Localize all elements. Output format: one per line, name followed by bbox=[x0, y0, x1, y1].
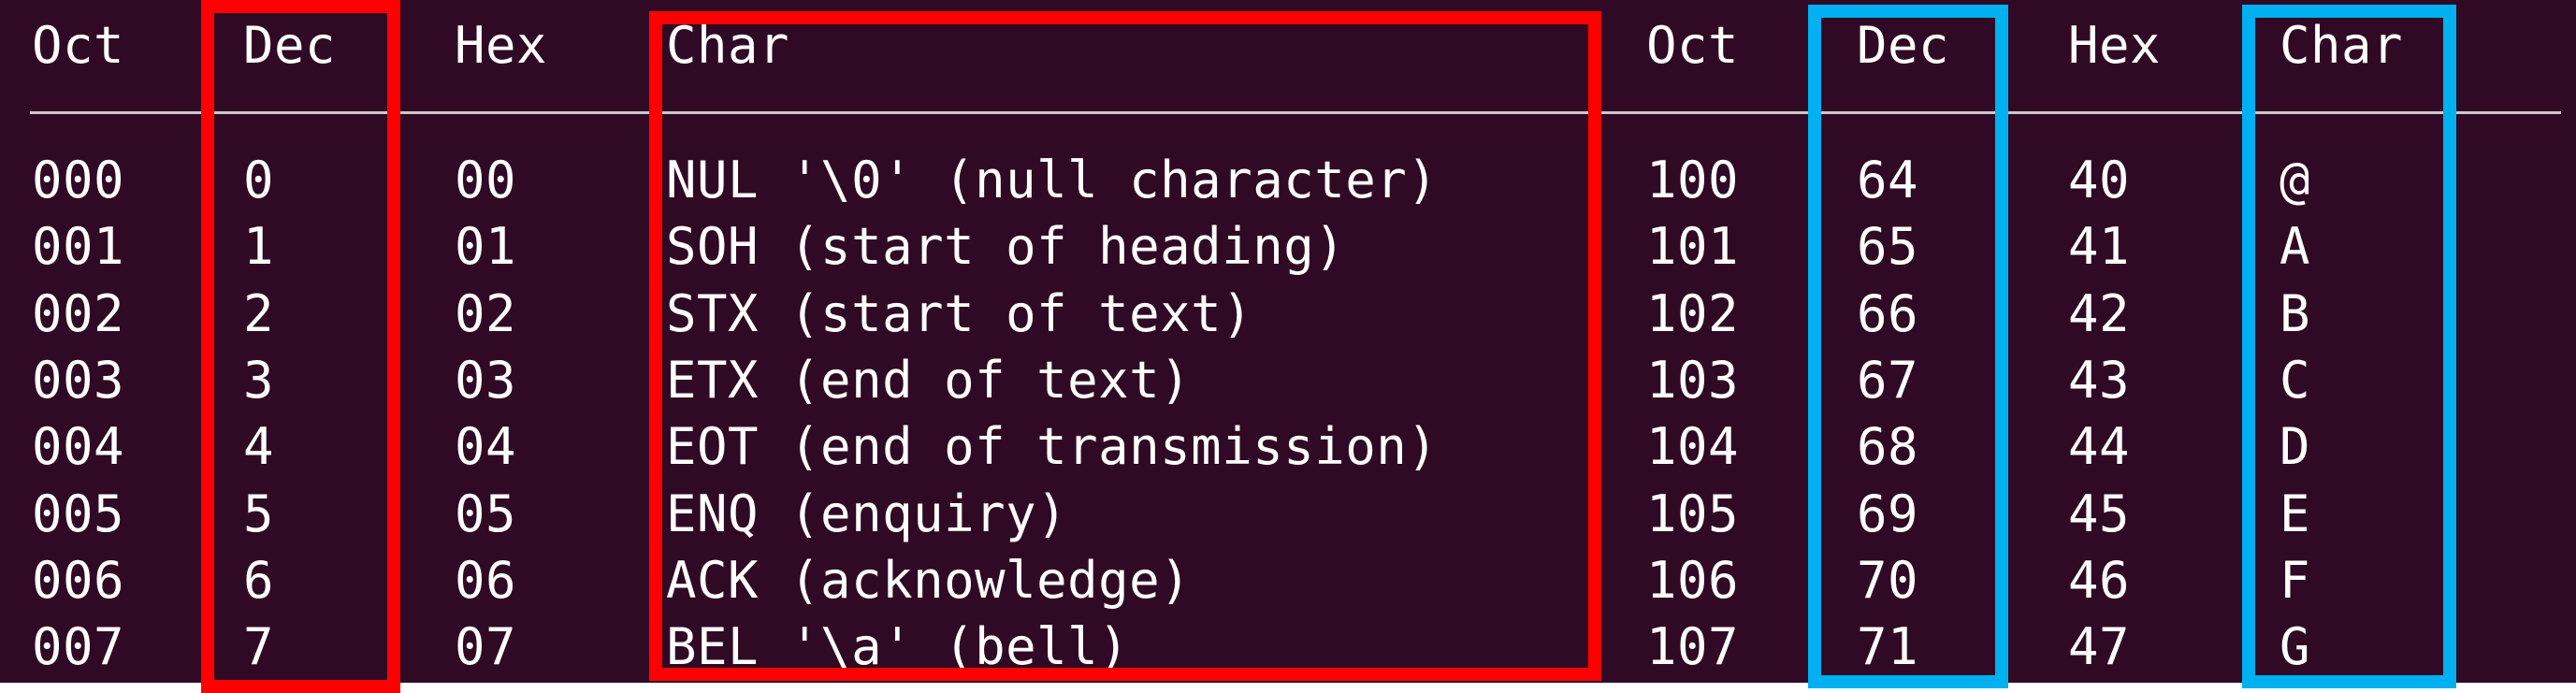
cell-dec-left: 5 bbox=[243, 484, 275, 543]
cell-char-right: D bbox=[2279, 417, 2311, 476]
cell-dec-right: 66 bbox=[1857, 284, 1919, 343]
cell-dec-left: 6 bbox=[243, 551, 275, 610]
highlight-box-char-left bbox=[649, 11, 1601, 681]
cell-oct-left: 006 bbox=[32, 551, 125, 610]
cell-char-right: A bbox=[2279, 217, 2311, 276]
cell-oct-right: 105 bbox=[1646, 484, 1740, 543]
cell-char-left: EOT (end of transmission) bbox=[666, 417, 1439, 476]
cell-oct-left: 000 bbox=[32, 151, 125, 209]
cell-oct-right: 102 bbox=[1646, 284, 1740, 343]
cell-oct-right: 104 bbox=[1646, 417, 1740, 476]
cell-oct-right: 103 bbox=[1646, 351, 1740, 410]
header-dec-right: Dec bbox=[1857, 16, 1950, 75]
cell-oct-left: 003 bbox=[32, 351, 125, 410]
cell-dec-right: 69 bbox=[1857, 484, 1919, 543]
cell-char-right: G bbox=[2279, 617, 2311, 676]
cell-dec-right: 65 bbox=[1857, 217, 1919, 276]
cell-hex-right: 46 bbox=[2068, 551, 2131, 610]
header-oct-right: Oct bbox=[1646, 16, 1740, 75]
cell-dec-left: 4 bbox=[243, 417, 275, 476]
cell-dec-left: 2 bbox=[243, 284, 275, 343]
cell-oct-right: 100 bbox=[1646, 151, 1740, 209]
cell-hex-left: 03 bbox=[455, 351, 517, 410]
cell-hex-right: 41 bbox=[2068, 217, 2131, 276]
cell-char-right: B bbox=[2279, 284, 2311, 343]
cell-oct-right: 106 bbox=[1646, 551, 1740, 610]
cell-hex-left: 06 bbox=[455, 551, 517, 610]
cell-hex-left: 00 bbox=[455, 151, 517, 209]
cell-char-left: STX (start of text) bbox=[666, 284, 1253, 343]
cell-char-left: ACK (acknowledge) bbox=[666, 551, 1192, 610]
cell-char-left: SOH (start of heading) bbox=[666, 217, 1346, 276]
cell-char-right: C bbox=[2279, 351, 2311, 410]
highlight-box-dec-right bbox=[1808, 5, 2008, 688]
cell-hex-right: 42 bbox=[2068, 284, 2131, 343]
cell-dec-right: 64 bbox=[1857, 151, 1919, 209]
cell-char-left: BEL '\a' (bell) bbox=[666, 617, 1130, 676]
header-char-left: Char bbox=[666, 16, 790, 75]
cell-oct-right: 101 bbox=[1646, 217, 1740, 276]
cell-dec-left: 1 bbox=[243, 217, 275, 276]
cell-char-left: NUL '\0' (null character) bbox=[666, 151, 1439, 209]
cell-hex-left: 05 bbox=[455, 484, 517, 543]
cell-oct-left: 002 bbox=[32, 284, 125, 343]
cell-oct-left: 001 bbox=[32, 217, 125, 276]
cell-dec-right: 68 bbox=[1857, 417, 1919, 476]
cell-hex-left: 07 bbox=[455, 617, 517, 676]
cell-hex-left: 02 bbox=[455, 284, 517, 343]
cell-oct-left: 007 bbox=[32, 617, 125, 676]
highlight-box-char-right bbox=[2242, 5, 2456, 688]
cell-hex-right: 40 bbox=[2068, 151, 2131, 209]
cell-hex-left: 01 bbox=[455, 217, 517, 276]
cell-dec-left: 0 bbox=[243, 151, 275, 209]
cell-hex-right: 43 bbox=[2068, 351, 2131, 410]
cell-dec-right: 67 bbox=[1857, 351, 1919, 410]
highlight-box-dec-left bbox=[201, 0, 400, 693]
cell-oct-right: 107 bbox=[1646, 617, 1740, 676]
cell-dec-left: 7 bbox=[243, 617, 275, 676]
header-char-right: Char bbox=[2279, 16, 2404, 75]
header-divider bbox=[30, 111, 2561, 114]
cell-oct-left: 004 bbox=[32, 417, 125, 476]
cell-hex-right: 44 bbox=[2068, 417, 2131, 476]
cell-dec-left: 3 bbox=[243, 351, 275, 410]
cell-char-left: ETX (end of text) bbox=[666, 351, 1192, 410]
cell-hex-left: 04 bbox=[455, 417, 517, 476]
cell-hex-right: 45 bbox=[2068, 484, 2131, 543]
cell-char-left: ENQ (enquiry) bbox=[666, 484, 1068, 543]
cell-oct-left: 005 bbox=[32, 484, 125, 543]
header-hex-right: Hex bbox=[2068, 16, 2162, 75]
header-dec-left: Dec bbox=[243, 16, 337, 75]
cell-hex-right: 47 bbox=[2068, 617, 2131, 676]
cell-char-right: E bbox=[2279, 484, 2311, 543]
header-oct-left: Oct bbox=[32, 16, 125, 75]
header-hex-left: Hex bbox=[455, 16, 548, 75]
cell-dec-right: 71 bbox=[1857, 617, 1919, 676]
cell-char-right: F bbox=[2279, 551, 2311, 610]
cell-char-right: @ bbox=[2279, 151, 2311, 209]
cell-dec-right: 70 bbox=[1857, 551, 1919, 610]
